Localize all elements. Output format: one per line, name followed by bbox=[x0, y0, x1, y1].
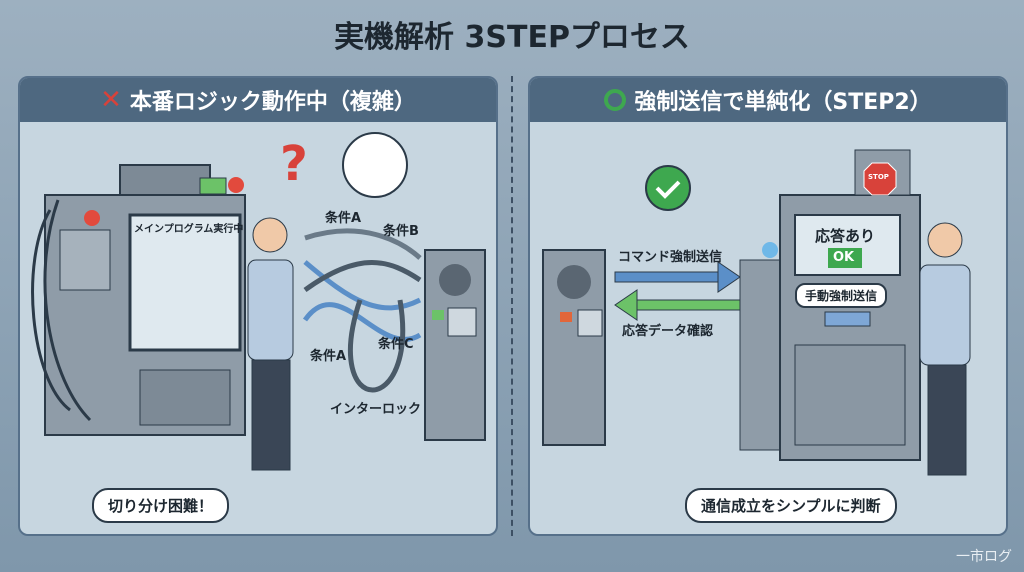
terminal-right bbox=[542, 249, 606, 446]
send-arrow bbox=[614, 261, 741, 293]
red-lamp bbox=[228, 177, 244, 193]
left-callout: 切り分け困難！ bbox=[92, 488, 230, 523]
circle-icon bbox=[604, 89, 627, 111]
screen-response: 応答あり bbox=[815, 227, 876, 245]
page-title: 実機解析 3STEPプロセス bbox=[334, 20, 690, 55]
question-icon: ? bbox=[280, 136, 308, 192]
stop-text: STOP bbox=[868, 173, 889, 181]
plc-cabinet-left bbox=[31, 164, 246, 436]
person-right bbox=[919, 222, 971, 476]
watermark: 一市ログ bbox=[956, 549, 1012, 565]
ok-badge: OK bbox=[833, 250, 855, 265]
left-header-text: 本番ロジック動作中（複雑） bbox=[129, 90, 416, 115]
label-interlock: インターロック bbox=[330, 402, 422, 417]
right-callout: 通信成立をシンプルに判断 bbox=[685, 488, 897, 523]
right-header-text: 強制送信で単純化（STEP2） bbox=[634, 90, 932, 115]
reply-label: 応答データ確認 bbox=[622, 324, 714, 339]
red-lamp bbox=[84, 210, 100, 226]
screen-title: メインプログラム実行中 bbox=[134, 224, 244, 235]
label-condition-c: 条件C bbox=[378, 337, 414, 352]
send-label: コマンド強制送信 bbox=[618, 250, 723, 265]
label-condition-a2: 条件A bbox=[310, 349, 347, 364]
tangle-bubble-icon bbox=[342, 132, 408, 198]
cross-icon: ✕ bbox=[100, 85, 122, 115]
label-condition-b: 条件B bbox=[383, 224, 419, 239]
reply-arrow bbox=[614, 289, 741, 321]
check-icon bbox=[645, 165, 691, 211]
left-panel-header: ✕ 本番ロジック動作中（複雑） bbox=[20, 78, 496, 122]
stop-sign-icon bbox=[863, 162, 897, 196]
label-condition-a: 条件A bbox=[325, 211, 362, 226]
tangled-arrows bbox=[302, 228, 422, 393]
force-send-callout: 手動強制送信 bbox=[795, 283, 888, 308]
force-send-button bbox=[824, 311, 871, 327]
blue-lamp bbox=[762, 242, 778, 258]
divider bbox=[511, 76, 513, 536]
plc-cabinet-right bbox=[739, 149, 921, 461]
right-panel-header: 強制送信で単純化（STEP2） bbox=[530, 78, 1006, 122]
person-left bbox=[247, 217, 294, 471]
terminal-left bbox=[424, 249, 486, 441]
